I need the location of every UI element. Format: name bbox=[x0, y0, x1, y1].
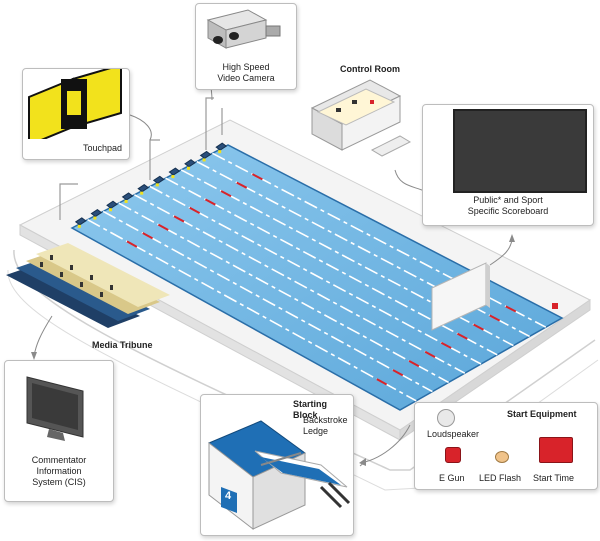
scoreboard-screen bbox=[453, 109, 587, 193]
lane-number: 4 bbox=[225, 490, 232, 502]
touchpad-marker bbox=[140, 191, 144, 195]
touchpad-marker bbox=[77, 224, 81, 228]
loudspeaker-icon bbox=[437, 409, 455, 427]
cis-label-line3: System (CIS) bbox=[32, 477, 86, 487]
poolside-scoreboard bbox=[431, 262, 490, 331]
starting-block-icon bbox=[208, 420, 351, 531]
lane-rope-red-marker bbox=[392, 369, 404, 377]
scoreboard-label-line1: Public* and Sport bbox=[473, 195, 543, 205]
scoreboard-card: Public* and Sport Specific Scoreboard bbox=[422, 104, 594, 226]
media-tribune bbox=[6, 243, 170, 328]
camera-label-line1: High Speed bbox=[222, 62, 270, 72]
starting-block bbox=[152, 175, 165, 184]
lane-rope-red-marker bbox=[236, 181, 248, 189]
lane-rope bbox=[212, 152, 547, 328]
cis-label-line2: Information bbox=[36, 466, 82, 476]
video-camera-icon bbox=[206, 9, 281, 49]
lane-rope bbox=[102, 210, 433, 393]
starting-block bbox=[106, 200, 118, 209]
touchpad-marker bbox=[218, 150, 222, 154]
backstroke-label-line2: Ledge bbox=[303, 426, 329, 436]
loudspeaker-label: Loudspeaker bbox=[427, 429, 480, 439]
lane-rope-red-marker bbox=[408, 360, 420, 368]
cis-label-line1: Commentator bbox=[31, 455, 87, 465]
touchpad-marker bbox=[93, 216, 97, 220]
lane-rope bbox=[87, 218, 417, 402]
lane-rope-red-marker bbox=[173, 215, 185, 223]
camera-card: High Speed Video Camera bbox=[195, 3, 297, 90]
starting-block bbox=[74, 217, 87, 226]
touchpad-marker bbox=[187, 166, 190, 170]
starting-block bbox=[121, 192, 134, 201]
start-equipment-card: Start Equipment Loudspeaker E Gun LED Fl… bbox=[414, 402, 598, 490]
touchpad-marker bbox=[109, 208, 112, 212]
lane-rope bbox=[134, 194, 466, 374]
lane-rope bbox=[118, 202, 449, 384]
lane-rope-red-marker bbox=[440, 341, 452, 349]
starting-block bbox=[168, 167, 181, 176]
lane-rope-red-marker bbox=[142, 232, 154, 240]
start-time-icon bbox=[539, 437, 573, 463]
monitor-icon bbox=[26, 376, 84, 441]
lane-rope bbox=[149, 185, 482, 365]
connector-arrowheads bbox=[31, 234, 515, 466]
touchpad-marker bbox=[124, 199, 128, 203]
starting-block-card: Starting Block Backstroke Ledge 4 bbox=[200, 394, 354, 536]
egun-label: E Gun bbox=[439, 473, 465, 483]
starting-block-label: Starting Block bbox=[293, 399, 328, 420]
starting-block bbox=[137, 184, 150, 193]
lane-rope-red-marker bbox=[376, 378, 388, 386]
starting-block bbox=[90, 208, 103, 218]
control-room-building bbox=[310, 79, 412, 157]
starting-blocks-row bbox=[74, 142, 228, 228]
touchpad-label: Touchpad bbox=[83, 143, 123, 153]
lane-rope-red-marker bbox=[204, 198, 216, 206]
lane-rope-red-marker bbox=[424, 350, 436, 359]
lane-rope-red-marker bbox=[157, 223, 169, 231]
media-tribune-label: Media Tribune bbox=[92, 340, 153, 350]
start-time-label: Start Time bbox=[533, 473, 575, 483]
touchpad-card: Touchpad bbox=[22, 68, 130, 160]
lane-rope-red-marker bbox=[505, 305, 517, 313]
lane-rope-red-marker bbox=[126, 240, 138, 248]
touchpad-icon bbox=[28, 69, 122, 139]
lane-rope-red-marker bbox=[473, 323, 484, 331]
cis-card: Commentator Information System (CIS) bbox=[4, 360, 114, 502]
led-flash-icon bbox=[495, 451, 509, 463]
pool-end-marker bbox=[552, 303, 558, 309]
scoreboard-label-line2: Specific Scoreboard bbox=[467, 206, 549, 216]
backstroke-label-line1: Backstroke bbox=[303, 415, 348, 425]
camera-masts bbox=[59, 97, 223, 220]
camera-label-line2: Video Camera bbox=[217, 73, 275, 83]
control-room-label: Control Room bbox=[340, 64, 400, 74]
lane-rope-red-marker bbox=[456, 332, 468, 340]
starting-block bbox=[199, 150, 212, 160]
touchpad-marker bbox=[202, 158, 206, 162]
lane-rope-red-marker bbox=[220, 190, 232, 198]
start-equipment-label: Start Equipment bbox=[507, 409, 577, 419]
starting-block bbox=[215, 142, 228, 151]
lane-rope-red-marker bbox=[489, 314, 501, 322]
led-flash-label: LED Flash bbox=[479, 473, 522, 483]
lane-rope-red-marker bbox=[251, 173, 263, 181]
touchpad-marker bbox=[171, 175, 175, 179]
lane-rope-red-marker bbox=[189, 206, 201, 215]
touchpad-marker bbox=[155, 183, 159, 187]
egun-icon bbox=[445, 447, 461, 463]
starting-block bbox=[184, 159, 196, 168]
